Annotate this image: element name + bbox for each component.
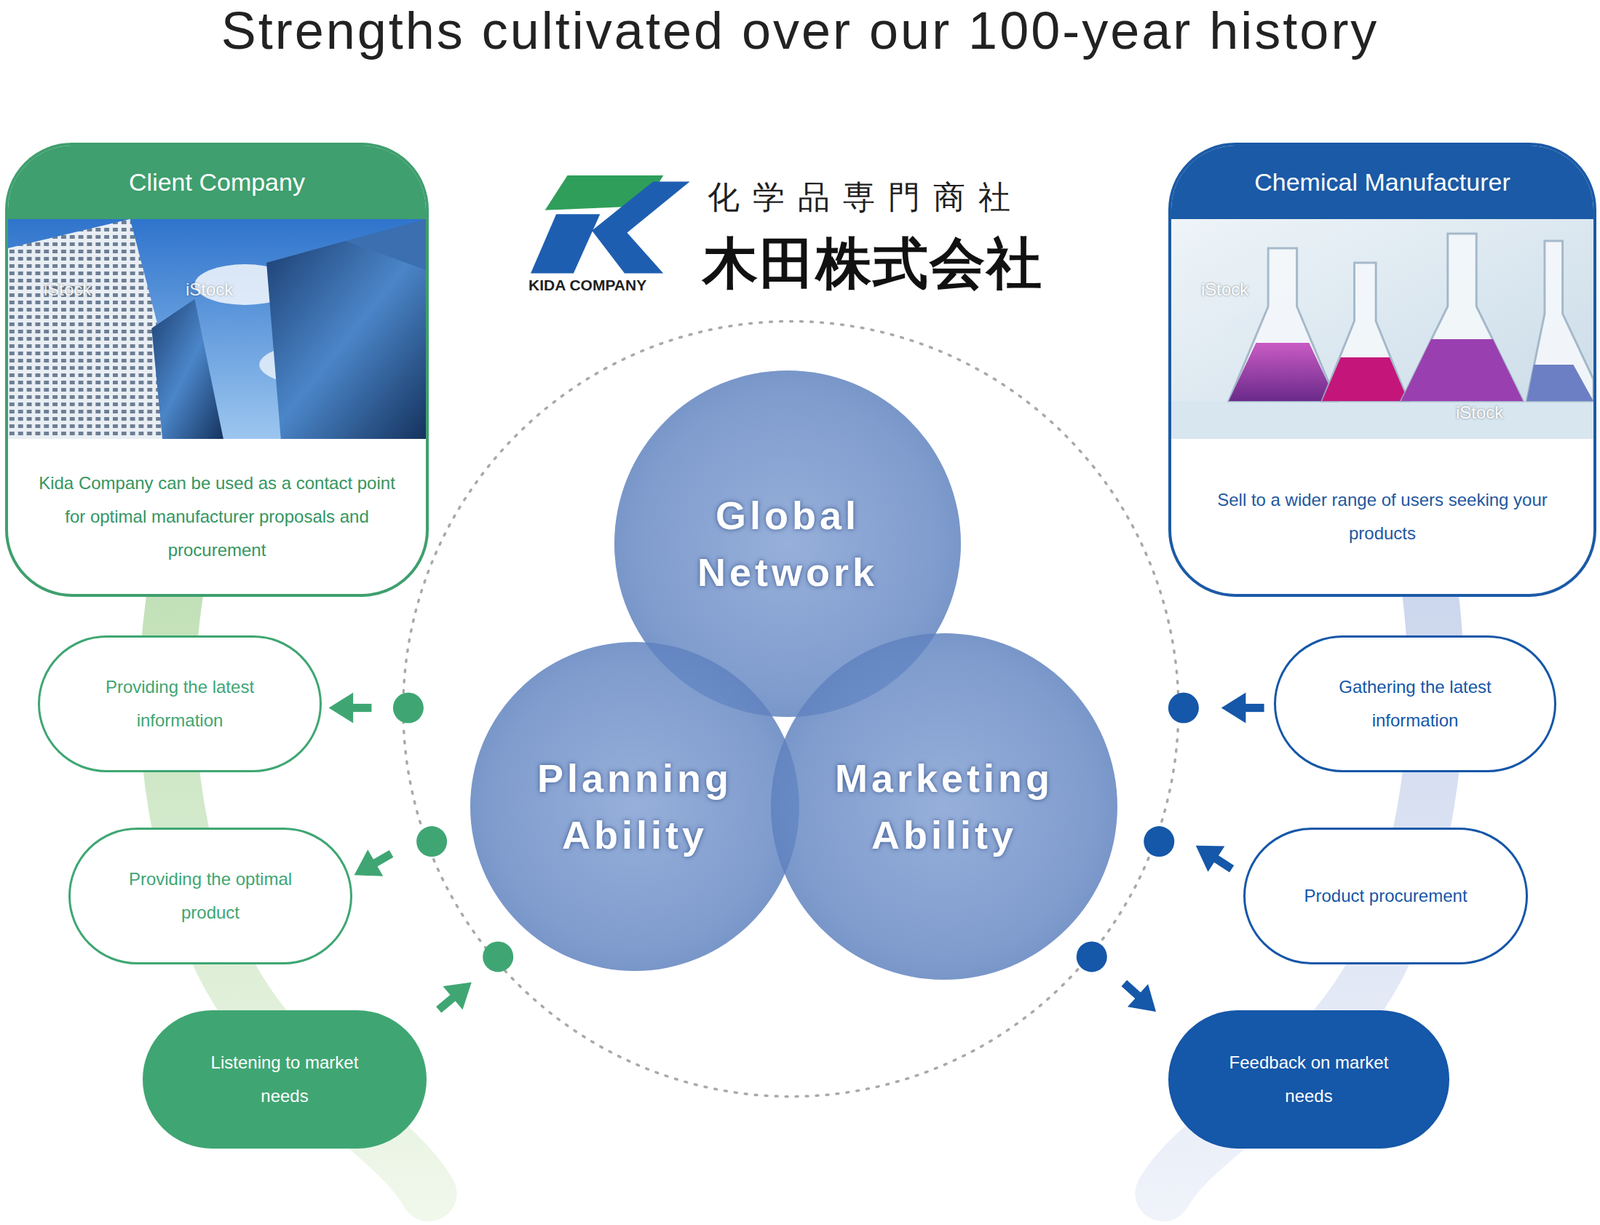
illustration-part: [1526, 240, 1594, 402]
illustration-part: [428, 970, 482, 1022]
illustration-part: [1171, 401, 1594, 439]
watermark: iStock: [1201, 279, 1249, 300]
illustration-part: [346, 840, 399, 889]
illustration-part: [1526, 364, 1594, 402]
panel-body: Sell to a wider range of users seeking y…: [1171, 438, 1594, 594]
panel-header: Client Company: [8, 145, 426, 220]
illustration-part: [416, 826, 447, 857]
blue-arrows: [1113, 692, 1264, 1024]
panel-photo: [1171, 219, 1594, 439]
circle-text: Planning Ability: [506, 749, 764, 864]
action-pill: Providing the optimal product: [68, 827, 353, 965]
illustration-part: [329, 692, 354, 724]
illustration-part: [1401, 233, 1524, 402]
watermark: iStock: [185, 279, 233, 300]
company-name-ja: 木田株式会社: [702, 227, 1044, 303]
illustration-part: [1187, 832, 1240, 882]
panel-heading: Chemical Manufacturer: [1254, 168, 1510, 197]
illustration-part: [393, 692, 424, 724]
action-pill: Providing the latest information: [37, 635, 322, 773]
pill-text: Providing the latest information: [81, 670, 279, 738]
diagram-title: Strengths cultivated over our 100-year h…: [0, 1, 1600, 60]
action-pill: Gathering the latest information: [1273, 635, 1557, 773]
lab-photo: [1171, 219, 1594, 439]
illustration-part: [346, 849, 383, 889]
kida-logo-mark: [530, 175, 691, 274]
action-pill: Product procurement: [1243, 827, 1528, 965]
illustration-part: [151, 299, 224, 439]
panel-text: Kida Company can be used as a contact po…: [32, 466, 402, 568]
pill-text: Gathering the latest information: [1316, 670, 1514, 738]
illustration-part: [482, 941, 514, 972]
client-panel: Client CompanyKida Company can be used a…: [5, 142, 429, 597]
action-pill: Listening to market needs: [142, 1010, 427, 1149]
illustration-part: [1228, 342, 1337, 402]
illustration-part: [1187, 832, 1225, 873]
watermark: iStock: [43, 279, 91, 300]
panel-heading: Client Company: [128, 168, 306, 197]
action-pill: Feedback on market needs: [1168, 1010, 1450, 1149]
illustration-part: [1221, 692, 1265, 724]
illustration-part: [1212, 854, 1235, 873]
panel-photo: [8, 219, 426, 439]
illustration-part: [1244, 703, 1265, 712]
pill-text: Product procurement: [1303, 879, 1467, 913]
strength-circle: Marketing Ability: [770, 633, 1118, 980]
city-photo: [8, 219, 426, 439]
watermark: iStock: [1455, 402, 1504, 423]
illustration-part: [1171, 219, 1594, 439]
illustration-part: [1401, 339, 1524, 402]
illustration-part: [591, 218, 664, 274]
illustration-part: [1321, 357, 1408, 402]
panel-text: Sell to a wider range of users seeking y…: [1195, 483, 1569, 551]
illustration-part: [436, 993, 458, 1014]
dashed-orbit: [403, 321, 1179, 1097]
illustration-part: [1228, 248, 1337, 402]
illustration-part: [345, 219, 426, 271]
illustration-part: [1143, 826, 1175, 857]
manufacturer-panel: Chemical ManufacturerSell to a wider ran…: [1168, 142, 1597, 597]
illustration-part: [1321, 262, 1408, 402]
pill-text: Listening to market needs: [186, 1046, 383, 1114]
illustration-part: [350, 703, 372, 712]
illustration-part: [266, 240, 426, 439]
strength-circle: Planning Ability: [470, 642, 800, 972]
circle-text: Global Network: [652, 486, 924, 601]
illustration-part: [329, 692, 372, 724]
illustration-part: [371, 850, 394, 868]
illustration-part: [530, 214, 600, 273]
panel-body: Kida Company can be used as a contact po…: [8, 438, 426, 594]
pill-text: Feedback on market needs: [1210, 1046, 1408, 1114]
circle-text: Marketing Ability: [809, 749, 1080, 864]
illustration-part: [1113, 971, 1167, 1024]
illustration-part: [8, 219, 426, 439]
illustration-part: [1221, 692, 1247, 724]
company-name: KIDA COMPANY: [528, 276, 647, 295]
panel-header: Chemical Manufacturer: [1171, 145, 1594, 220]
illustration-part: [1168, 692, 1199, 724]
pill-text: Providing the optimal product: [112, 862, 309, 930]
green-arrows: [329, 692, 482, 1023]
illustration-part: [1121, 980, 1143, 1001]
illustration-part: [1076, 941, 1108, 972]
company-tagline: 化学品専門商社: [707, 176, 1024, 220]
